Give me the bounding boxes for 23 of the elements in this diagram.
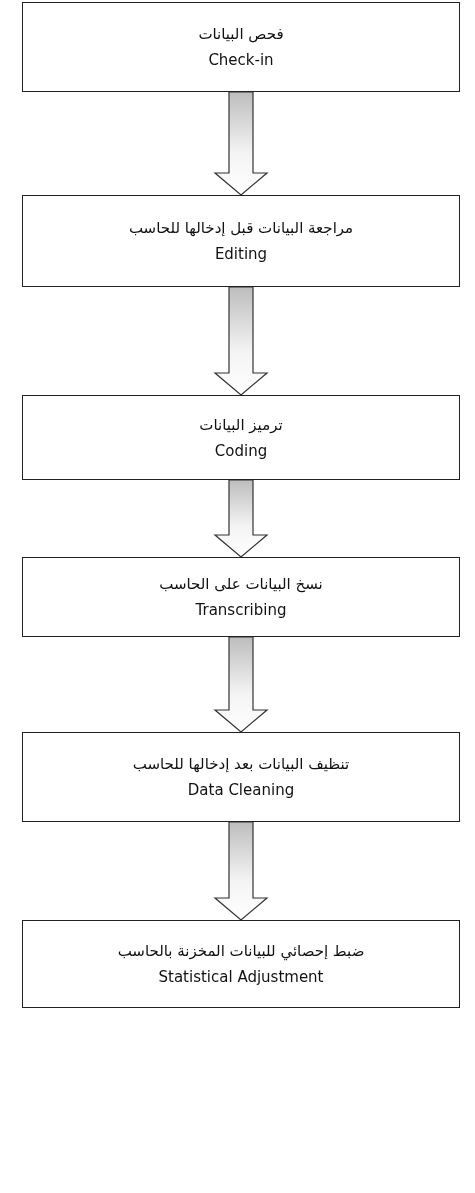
arabic-label: مراجعة البيانات قبل إدخالها للحاسب (128, 219, 354, 237)
process-box (22, 395, 460, 480)
process-box (22, 920, 460, 1008)
arabic-label: ترميز البيانات (199, 415, 283, 434)
arabic-label: تنظيف البيانات بعد إدخالها للحاسب (132, 755, 350, 773)
arabic-label: فحص البيانات (198, 25, 284, 43)
english-label: Coding (214, 441, 268, 460)
english-label: Statistical Adjustment (158, 968, 324, 986)
process-box (22, 732, 460, 822)
block-arrow (213, 636, 269, 733)
block-arrow (213, 91, 269, 196)
english-label: Editing (214, 245, 268, 263)
arabic-label: نسخ البيانات على الحاسب (159, 575, 323, 593)
block-arrow (213, 821, 269, 921)
process-box (22, 195, 460, 287)
block-arrow (213, 286, 269, 396)
english-label: Data Cleaning (187, 781, 295, 799)
english-label: Check-in (208, 51, 274, 69)
process-box (22, 557, 460, 637)
process-box (22, 2, 460, 92)
arabic-label: ضبط إحصائي للبيانات المخزنة بالحاسب (117, 942, 365, 960)
english-label: Transcribing (195, 601, 287, 619)
block-arrow (213, 479, 269, 558)
